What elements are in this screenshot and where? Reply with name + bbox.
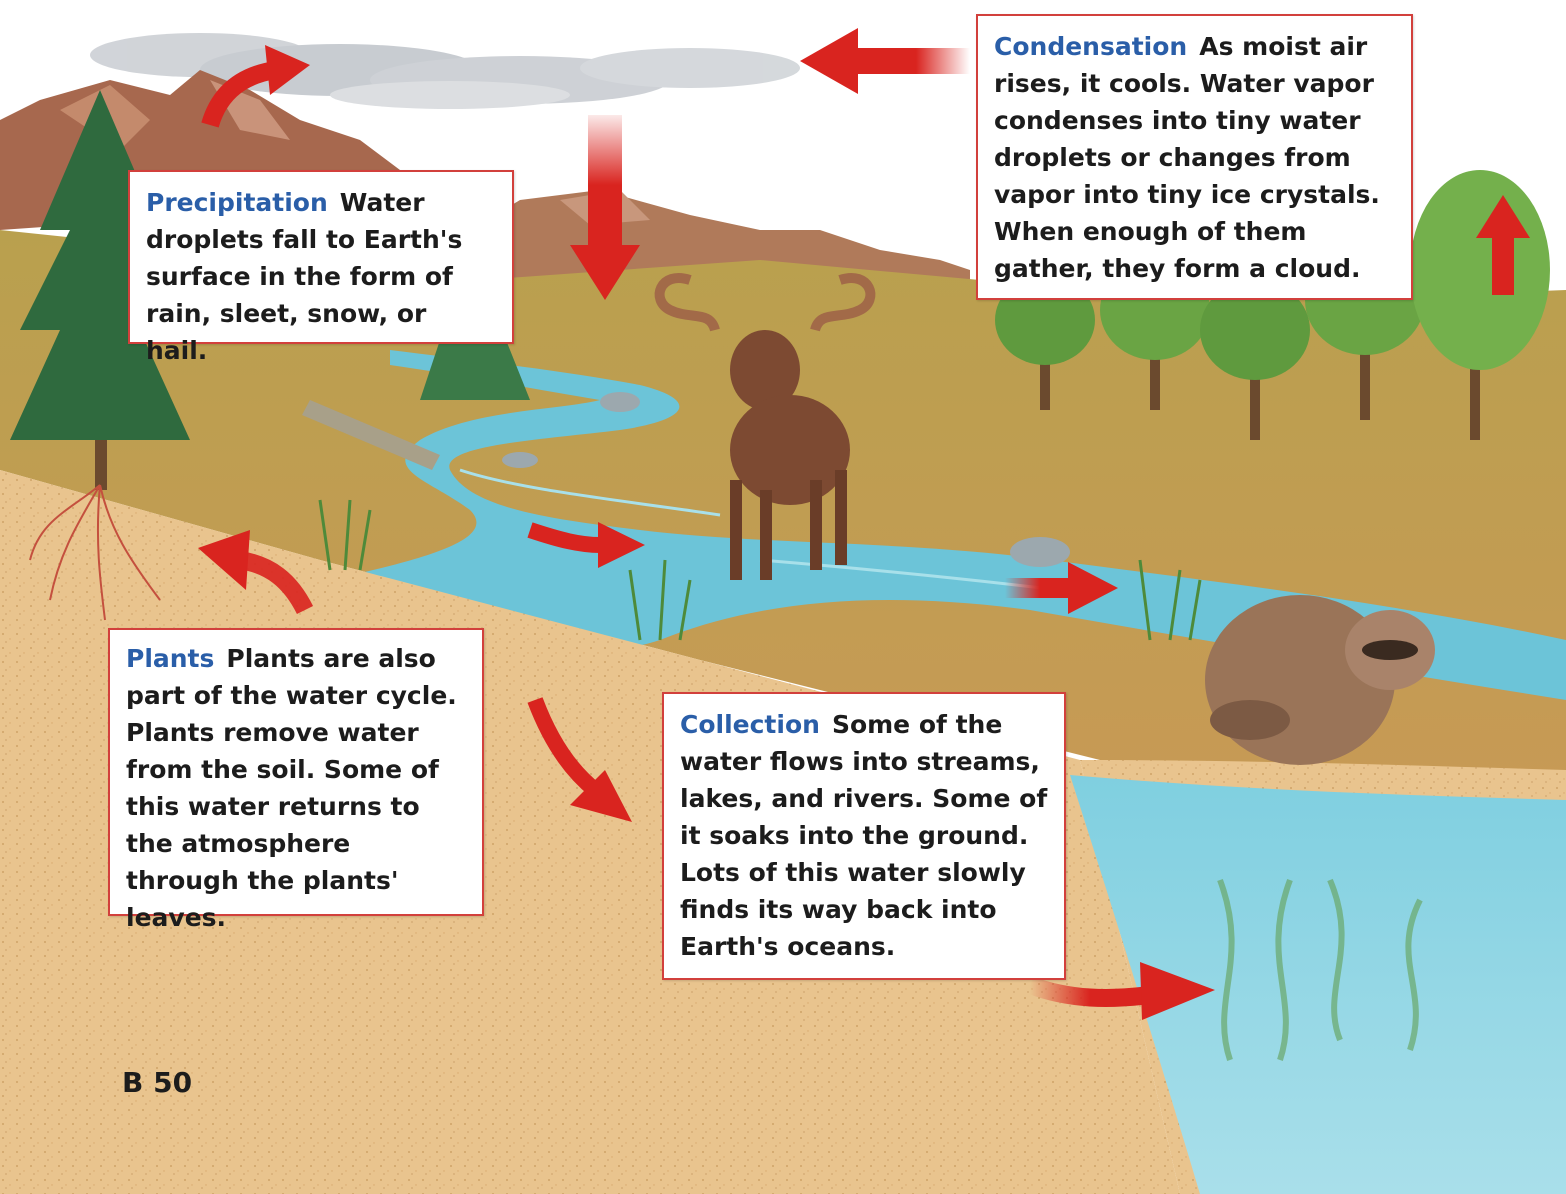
term-condensation: Condensation — [994, 32, 1187, 61]
text-collection: Some of the water flows into streams, la… — [680, 710, 1047, 961]
text-condensation: As moist air rises, it cools. Water vapo… — [994, 32, 1380, 283]
page-number: B 50 — [122, 1066, 192, 1099]
term-plants: Plants — [126, 644, 214, 673]
term-collection: Collection — [680, 710, 820, 739]
term-precipitation: Precipitation — [146, 188, 328, 217]
text-plants: Plants are also part of the water cycle.… — [126, 644, 457, 932]
